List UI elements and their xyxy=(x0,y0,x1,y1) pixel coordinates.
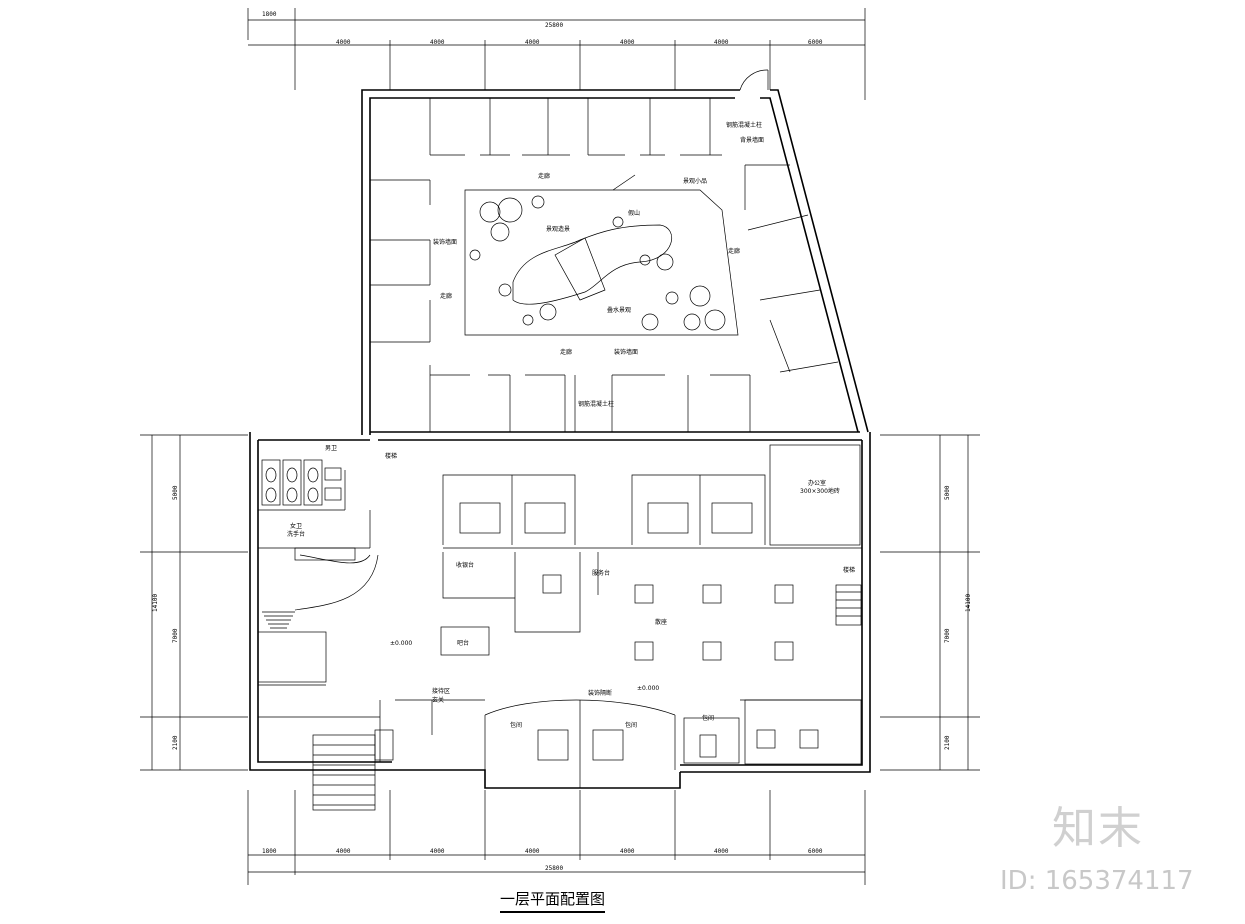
dim-top-seg: 4000 xyxy=(525,39,540,46)
label-men-wc: 男卫 xyxy=(325,445,337,452)
label-corridor-right: 走廊 xyxy=(728,247,740,255)
dim-bottom-total: 25800 xyxy=(545,865,563,872)
left-dimensions: 5000 7000 2100 14100 xyxy=(140,434,248,771)
upper-block-walls xyxy=(361,69,869,435)
stair-treads xyxy=(262,611,295,629)
dim-top-offset: 1800 xyxy=(262,11,277,18)
label-reception: 接待区 xyxy=(432,687,450,695)
room-labels: 钢筋混凝土柱 背景墙面 走廊 景观小品 假山 景观造景 叠水景观 装饰墙面 走廊… xyxy=(287,121,855,729)
label-deco-wall-left: 装饰墙面 xyxy=(433,238,457,246)
dim-right-total: 14100 xyxy=(965,594,972,612)
label-women-wc: 女卫 xyxy=(290,522,302,530)
dim-right-seg: 2100 xyxy=(944,735,951,750)
bottom-dimensions: 1800 4000 4000 4000 4000 4000 6000 25800 xyxy=(247,790,866,885)
dim-top-seg: 4000 xyxy=(714,39,729,46)
label-rockery: 假山 xyxy=(628,209,640,217)
dim-right-seg: 7000 xyxy=(944,628,951,643)
plant-cluster xyxy=(469,195,726,331)
label-stair-right: 楼梯 xyxy=(843,566,855,574)
watermark-id: ID: 165374117 xyxy=(1000,866,1194,896)
courtyard-garden xyxy=(464,174,739,336)
label-service-desk: 服务台 xyxy=(592,569,610,577)
dim-bottom-seg: 4000 xyxy=(714,848,729,855)
dim-left-total: 14100 xyxy=(152,594,159,612)
dim-top-seg: 6000 xyxy=(808,39,823,46)
label-bar: 吧台 xyxy=(457,639,469,647)
watermark-logo: 知末 xyxy=(1052,803,1144,854)
label-deco-wall-bottom: 装饰墙面 xyxy=(614,348,638,356)
label-landscape: 景观造景 xyxy=(546,225,570,233)
stair-treads-right xyxy=(836,591,861,617)
top-dimensions: 1800 25800 4000 4000 4000 4000 4000 6000 xyxy=(247,8,866,100)
label-partition: 装饰隔断 xyxy=(588,689,612,697)
label-corridor-bottom: 走廊 xyxy=(560,348,572,356)
lower-block-walls xyxy=(249,432,871,811)
label-stair: 楼梯 xyxy=(385,452,397,460)
dim-top-seg: 4000 xyxy=(620,39,635,46)
dim-top-seg: 4000 xyxy=(336,39,351,46)
label-private-room-2: 包间 xyxy=(625,721,637,729)
label-level-mark-2: ±0.000 xyxy=(637,685,659,692)
label-corridor: 走廊 xyxy=(538,172,550,180)
dim-left-seg: 2100 xyxy=(172,735,179,750)
dim-top-seg: 4000 xyxy=(430,39,445,46)
label-washbasin: 洗手台 xyxy=(287,530,305,538)
label-office-floor: 300×300地砖 xyxy=(800,487,840,495)
label-waterfall: 叠水景观 xyxy=(607,306,631,314)
dim-left-seg: 5000 xyxy=(172,485,179,500)
dim-bottom-seg: 4000 xyxy=(525,848,540,855)
right-dimensions: 5000 7000 2100 14100 xyxy=(880,434,980,771)
label-private-room-3: 包间 xyxy=(702,714,714,722)
label-office: 办公室 xyxy=(808,479,826,487)
label-feature-wall: 背景墙面 xyxy=(740,136,764,144)
dim-bottom-seg: 6000 xyxy=(808,848,823,855)
dim-right-seg: 5000 xyxy=(944,485,951,500)
label-cashier: 收银台 xyxy=(456,561,474,569)
label-garden: 景观小品 xyxy=(683,177,707,185)
dim-bottom-seg: 4000 xyxy=(430,848,445,855)
label-private-room-1: 包间 xyxy=(510,721,522,729)
label-open-seating: 散座 xyxy=(655,618,667,626)
label-level-mark: ±0.000 xyxy=(390,640,412,647)
dim-top-total: 25800 xyxy=(545,22,563,29)
dim-left-seg: 7000 xyxy=(172,628,179,643)
label-corridor-left: 走廊 xyxy=(440,292,452,300)
label-column: 钢筋混凝土柱 xyxy=(726,121,762,129)
label-column-bottom: 钢筋混凝土柱 xyxy=(578,400,614,408)
stair-treads-lower xyxy=(313,744,375,806)
dining-tables xyxy=(459,502,819,761)
dim-bottom-offset: 1800 xyxy=(262,848,277,855)
label-entrance: 玄关 xyxy=(432,696,444,704)
drawing-title: 一层平面配置图 xyxy=(500,888,606,913)
dim-bottom-seg: 4000 xyxy=(336,848,351,855)
dim-bottom-seg: 4000 xyxy=(620,848,635,855)
